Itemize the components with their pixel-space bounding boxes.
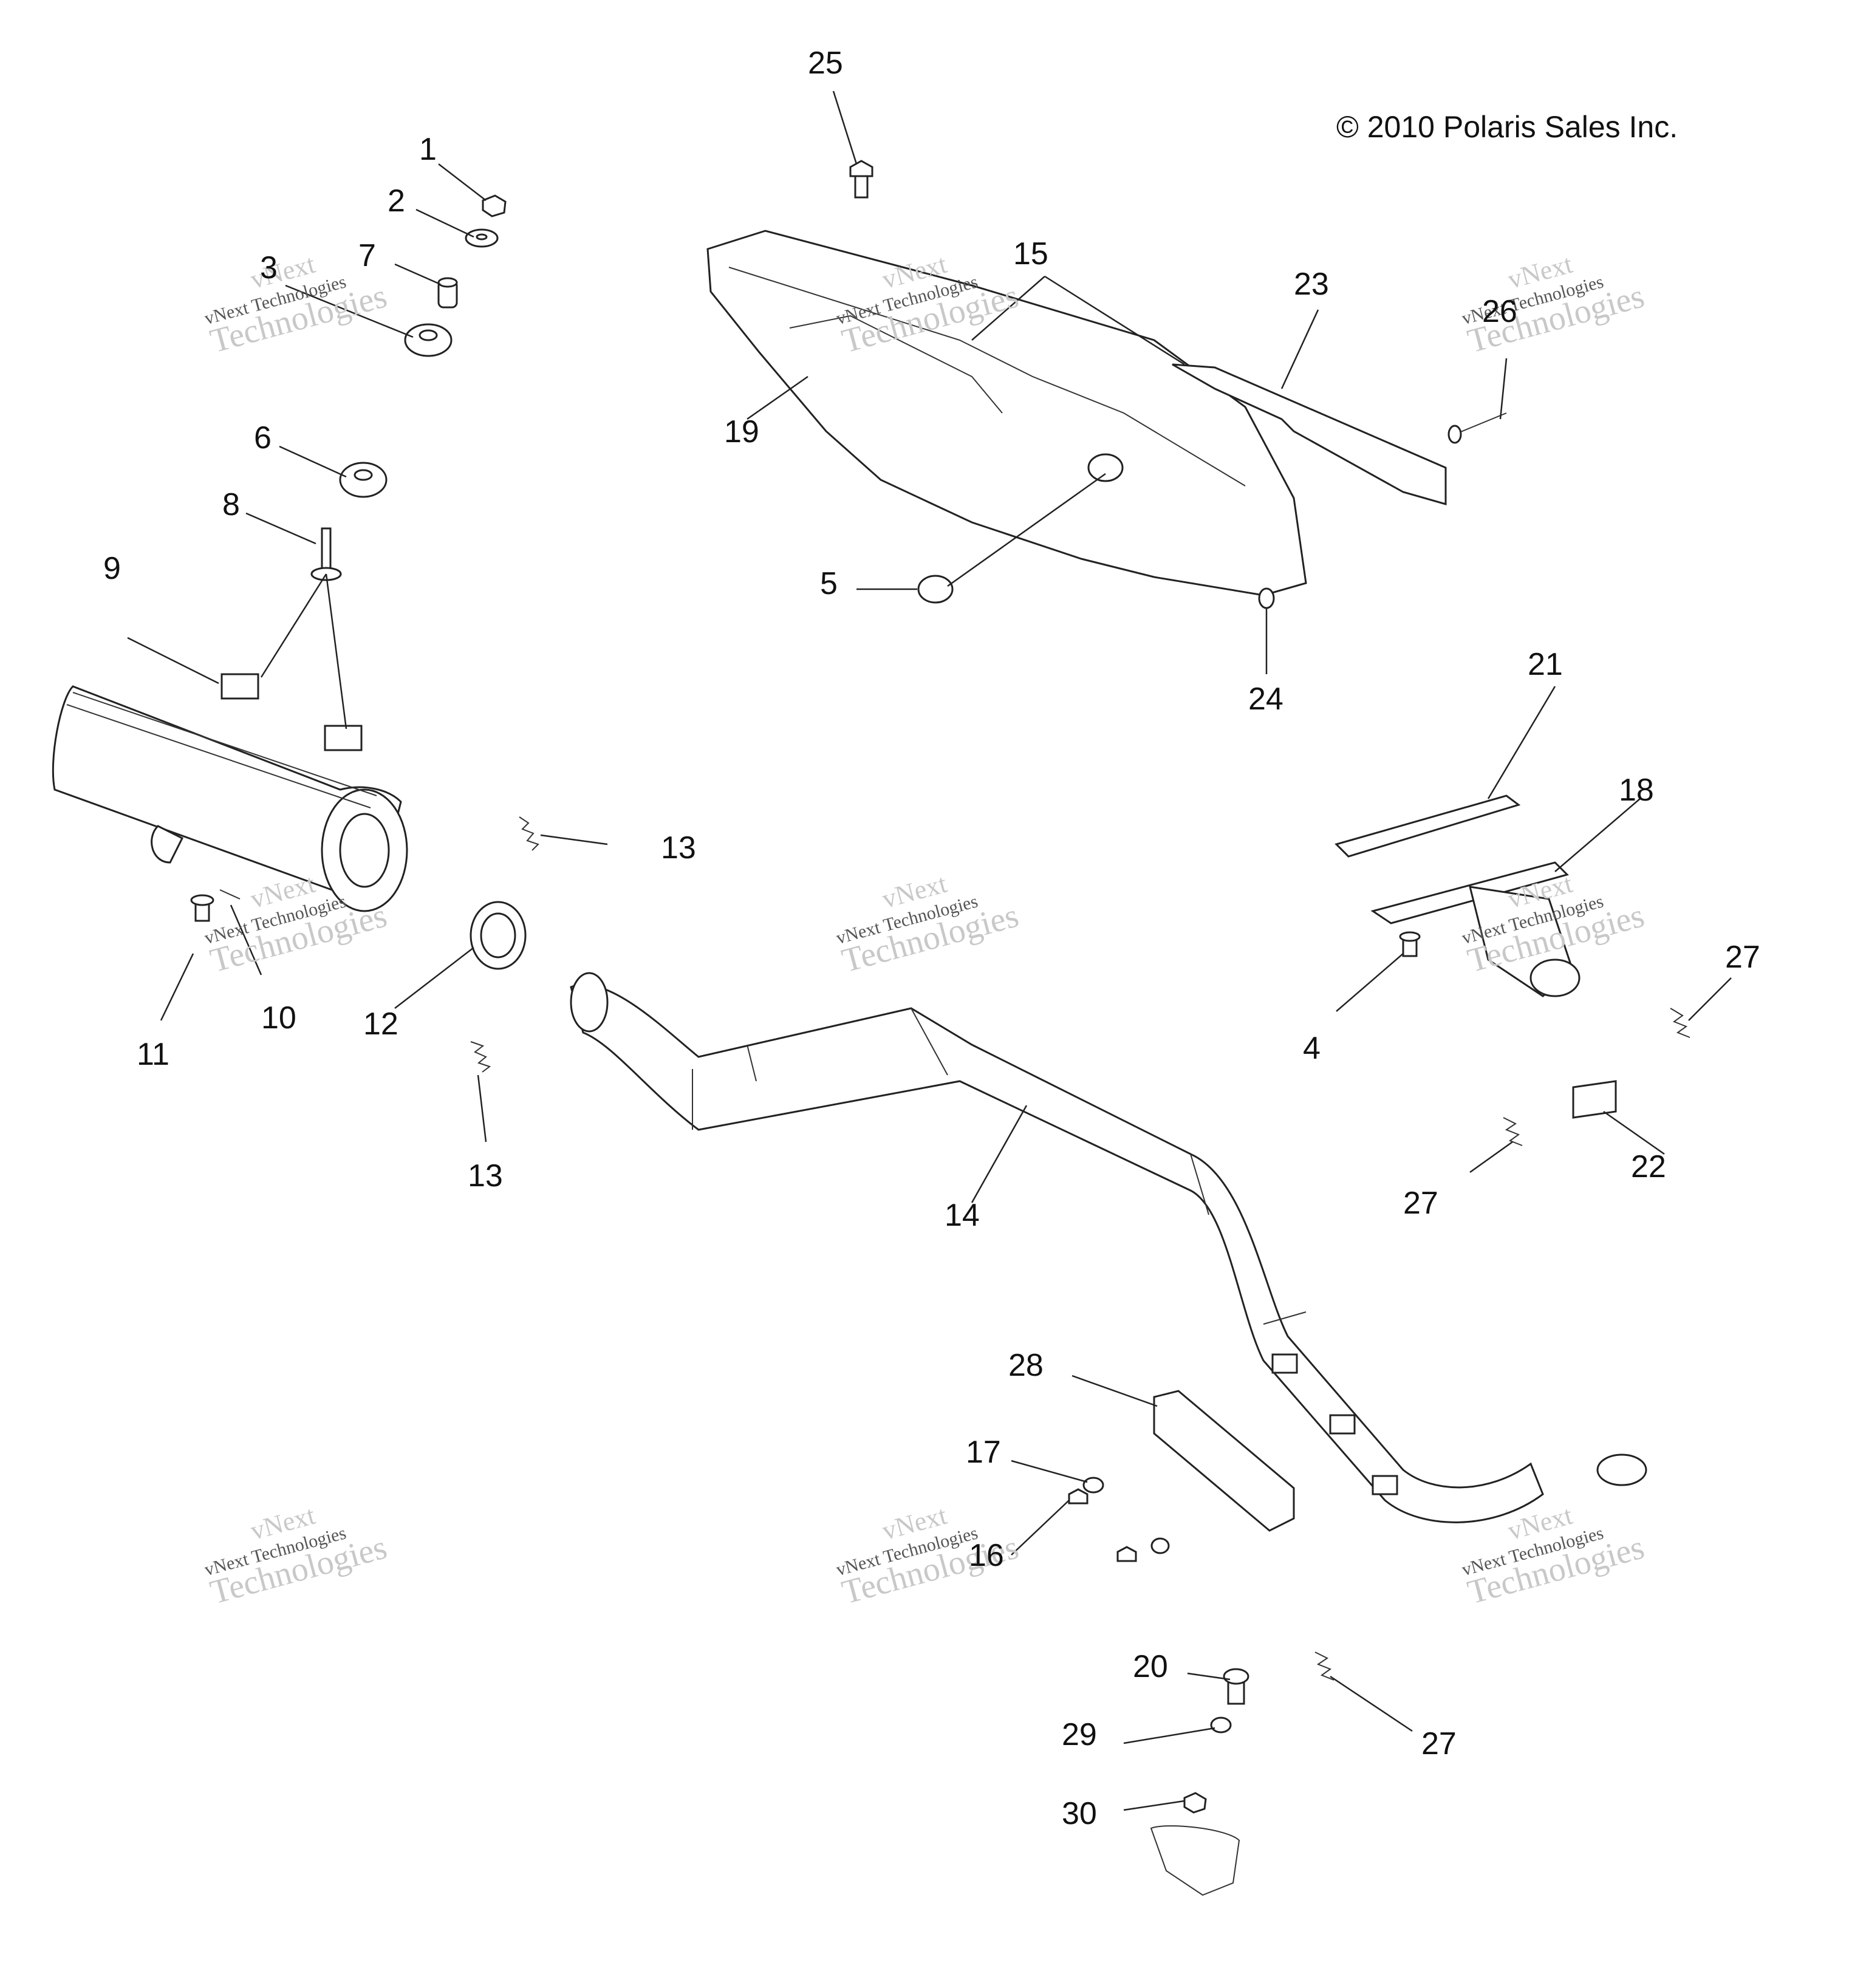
- part-18-flange: [1370, 861, 1581, 997]
- callout-13: 13: [468, 1158, 503, 1194]
- callout-9: 9: [103, 551, 121, 586]
- part-11-bolt: [190, 894, 214, 922]
- part-14-exhaust-pipe: [570, 972, 1647, 1523]
- callout-12: 12: [363, 1006, 398, 1042]
- part-8-stud: [310, 527, 342, 581]
- part-13-spring-lower: [470, 1041, 491, 1073]
- part-17-washer: [1082, 1477, 1104, 1494]
- callout-29: 29: [1062, 1717, 1097, 1752]
- part-9-muffler: [52, 573, 408, 912]
- callout-8: 8: [222, 487, 240, 522]
- inset-sketch: [1150, 1825, 1240, 1896]
- part-5-grommet: [917, 575, 954, 604]
- callout-16: 16: [969, 1538, 1004, 1573]
- part-1-nut: [482, 194, 507, 217]
- callout-28: 28: [1008, 1348, 1044, 1383]
- callout-4: 4: [1303, 1031, 1321, 1066]
- part-7-spacer: [437, 277, 458, 309]
- part-21-gasket: [1335, 794, 1521, 858]
- callout-23: 23: [1294, 267, 1329, 302]
- part-2-washer: [465, 228, 499, 248]
- part-26-rivet: [1447, 412, 1507, 444]
- callout-17: 17: [966, 1435, 1001, 1470]
- callout-13: 13: [661, 830, 696, 866]
- part-27-spring-middle: [1503, 1117, 1523, 1146]
- part-13-spring-upper: [519, 816, 539, 851]
- part-10-pin: [219, 889, 241, 900]
- callout-1: 1: [419, 132, 437, 167]
- part-27-spring-right: [1670, 1008, 1690, 1038]
- callout-30: 30: [1062, 1796, 1097, 1831]
- callout-27: 27: [1725, 940, 1760, 975]
- callout-7: 7: [358, 238, 376, 273]
- callout-25: 25: [808, 46, 843, 81]
- callout-27: 27: [1421, 1726, 1457, 1761]
- part-4-stud: [1399, 931, 1421, 957]
- callout-18: 18: [1619, 773, 1654, 808]
- callout-15: 15: [1013, 236, 1048, 272]
- callout-22: 22: [1631, 1149, 1666, 1184]
- callout-19: 19: [724, 414, 759, 449]
- part-23-heat-shield: [1172, 363, 1447, 505]
- callout-26: 26: [1482, 294, 1517, 329]
- part-16-bolt: [1068, 1488, 1170, 1562]
- callout-3: 3: [260, 250, 278, 285]
- part-29-washer: [1210, 1716, 1232, 1734]
- part-24-washer: [1258, 587, 1275, 609]
- callout-11: 11: [137, 1037, 169, 1072]
- callout-27: 27: [1403, 1186, 1438, 1221]
- copyright-notice: © 2010 Polaris Sales Inc.: [1336, 110, 1678, 144]
- callout-21: 21: [1528, 647, 1563, 682]
- part-28-heat-shield: [1153, 1390, 1295, 1532]
- part-3-grommet: [404, 323, 453, 357]
- part-12-seal: [470, 901, 527, 970]
- part-25-bolt: [849, 160, 873, 199]
- part-20-bolt: [1223, 1668, 1249, 1705]
- part-19-heat-shield: [706, 230, 1307, 596]
- callout-5: 5: [820, 566, 838, 601]
- callout-24: 24: [1248, 681, 1283, 717]
- part-27-spring-lower: [1314, 1652, 1335, 1681]
- callout-10: 10: [261, 1000, 296, 1036]
- callout-2: 2: [388, 183, 405, 219]
- callout-6: 6: [254, 420, 272, 456]
- callout-20: 20: [1133, 1649, 1168, 1684]
- callout-14: 14: [945, 1198, 980, 1233]
- part-30-nut: [1183, 1792, 1207, 1814]
- part-6-grommet: [339, 462, 388, 498]
- leader-lines: [127, 91, 1732, 1811]
- part-22-seal: [1572, 1080, 1617, 1119]
